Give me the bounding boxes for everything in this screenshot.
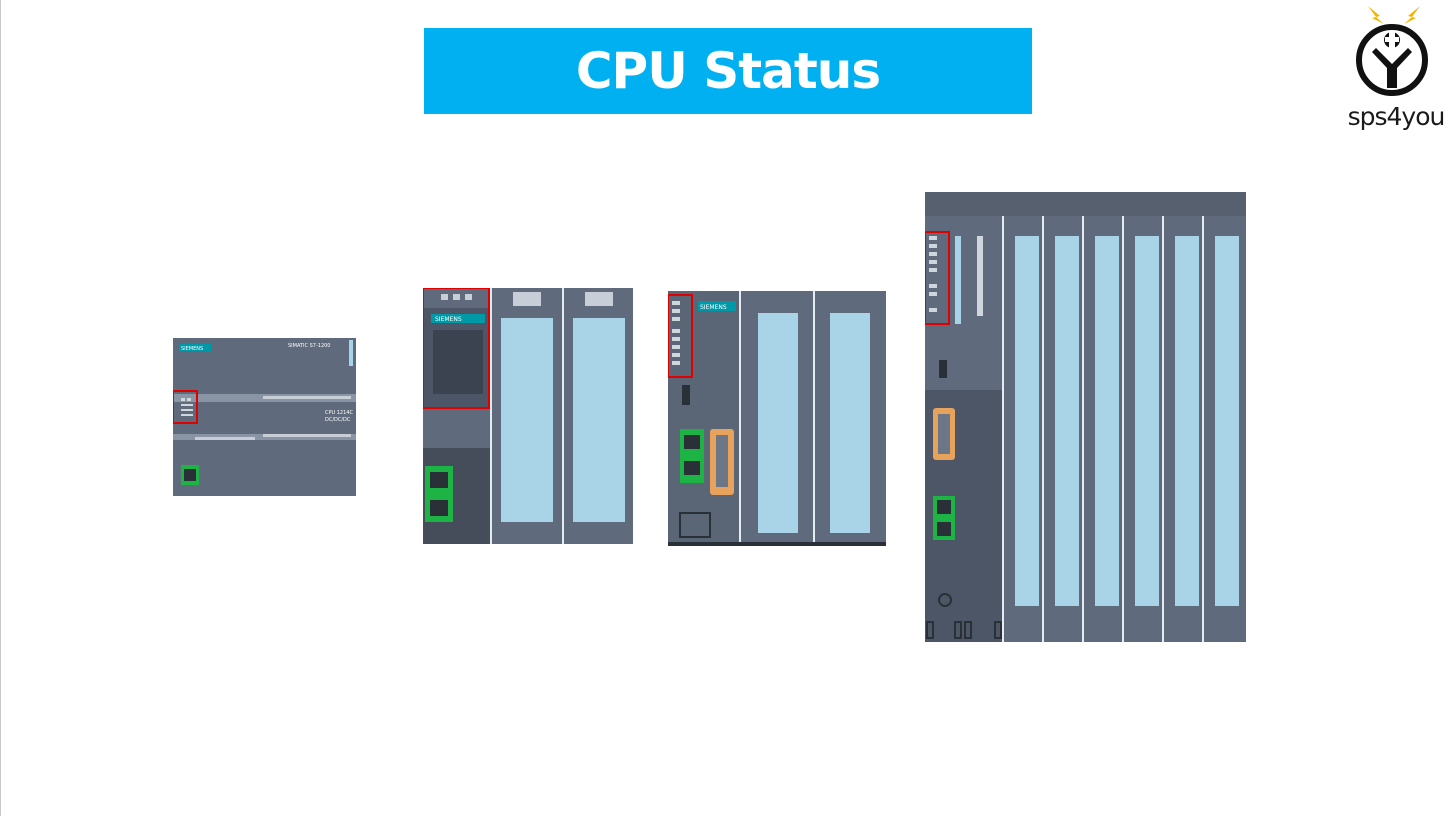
plc1-brand-label: SIEMENS bbox=[181, 346, 203, 352]
plc1-model-sub: DC/DC/DC bbox=[325, 417, 351, 423]
plc1-model-label: CPU 1214C bbox=[325, 410, 353, 416]
plc3-status-led-highlight bbox=[668, 294, 693, 378]
plc-s7-400-image bbox=[925, 192, 1246, 642]
plc-s7-1500-image: SIEMENS bbox=[423, 288, 633, 544]
slide-edge bbox=[0, 0, 1, 816]
plc3-brand-label: SIEMENS bbox=[700, 304, 727, 311]
brand-logo bbox=[1336, 2, 1452, 138]
plc4-status-led-highlight bbox=[925, 231, 950, 325]
plc-s7-1200-image: SIEMENS SIMATIC S7-1200 CPU 1214C DC/DC/… bbox=[173, 338, 356, 496]
title-banner: CPU Status bbox=[424, 28, 1032, 114]
page-title: CPU Status bbox=[575, 42, 881, 100]
plc1-series-label: SIMATIC S7-1200 bbox=[288, 343, 331, 349]
plc1-status-led-highlight bbox=[173, 390, 198, 424]
brand-logo-icon bbox=[1356, 6, 1428, 96]
plc2-brand-label: SIEMENS bbox=[435, 316, 462, 323]
brand-name: sps4you bbox=[1347, 102, 1446, 131]
plc2-status-display-highlight bbox=[423, 288, 490, 409]
plc-s7-300-image: SIEMENS bbox=[668, 291, 886, 546]
